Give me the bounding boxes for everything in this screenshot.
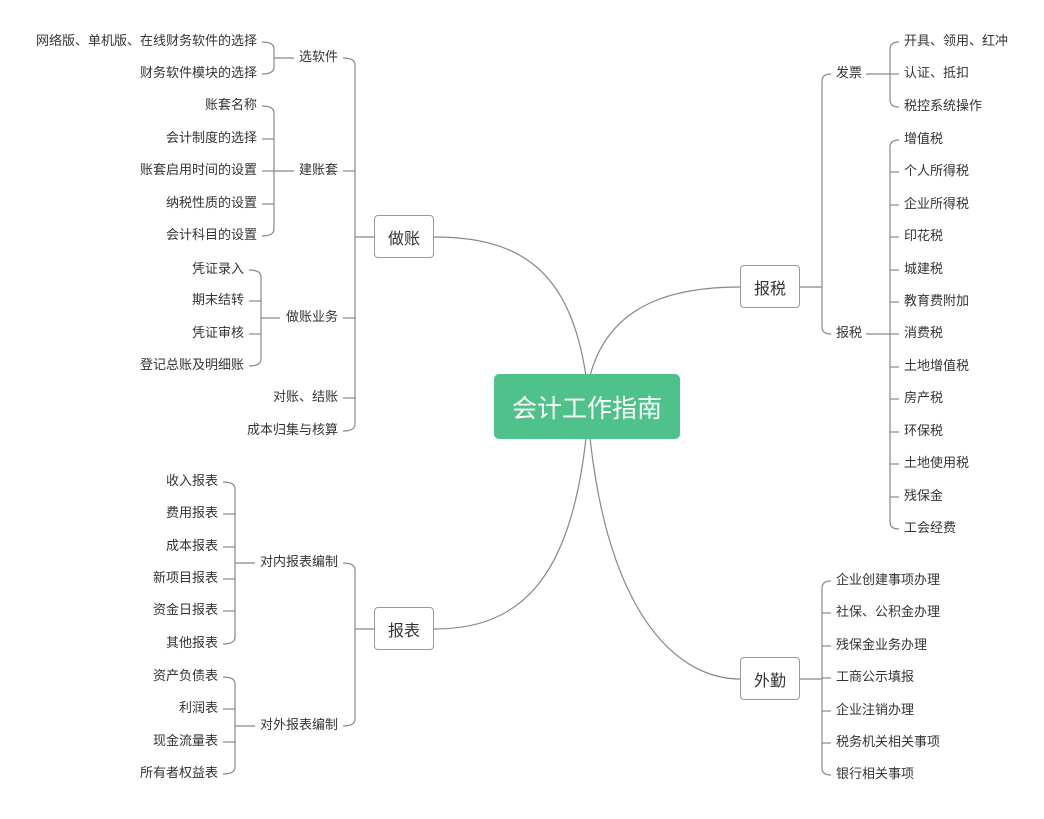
- subtopic[interactable]: 期末结转: [191, 293, 244, 308]
- subtopic[interactable]: 城建税: [904, 262, 944, 277]
- waiqin-node[interactable]: 外勤: [740, 657, 800, 700]
- subtopic[interactable]: 教育费附加: [904, 294, 970, 309]
- subtopic[interactable]: 网络版、单机版、在线财务软件的选择: [35, 34, 257, 49]
- subtopic[interactable]: 利润表: [178, 701, 218, 716]
- subtopic[interactable]: 企业所得税: [904, 197, 970, 212]
- topic-zuozhang-1[interactable]: 建账套: [298, 163, 338, 178]
- subtopic[interactable]: 新项目报表: [152, 571, 218, 586]
- branch-zuozhang: [433, 236, 587, 377]
- subtopic[interactable]: 账套名称: [204, 98, 257, 113]
- subtopic[interactable]: 凭证审核: [191, 326, 244, 341]
- branch-baobiao: [433, 437, 587, 630]
- group-bracket-link: [248, 358, 262, 367]
- subtopic[interactable]: 土地使用税: [904, 456, 970, 471]
- baoshui-bracket-link: [821, 73, 832, 82]
- subtopic[interactable]: 费用报表: [165, 506, 218, 521]
- subtopic[interactable]: 凭证录入: [191, 262, 244, 277]
- zuozhang-bracket-link: [342, 57, 356, 66]
- subtopic[interactable]: 土地增值税: [904, 359, 970, 374]
- group-bracket-link: [889, 99, 900, 108]
- branch-baoshui: [589, 286, 741, 377]
- subtopic[interactable]: 所有者权益表: [139, 766, 218, 781]
- topic-waiqin-5[interactable]: 税务机关相关事项: [836, 735, 941, 750]
- subtopic[interactable]: 收入报表: [165, 474, 218, 489]
- baoshui-bracket-link: [821, 326, 832, 335]
- subtopic[interactable]: 房产税: [904, 391, 944, 406]
- topic-zuozhang-0[interactable]: 选软件: [298, 50, 338, 65]
- waiqin-bracket-link: [821, 767, 832, 776]
- topic-waiqin-3[interactable]: 工商公示填报: [836, 670, 915, 685]
- subtopic[interactable]: 认证、抵扣: [904, 66, 970, 81]
- baobiao-node[interactable]: 报表: [374, 607, 434, 650]
- subtopic[interactable]: 增值税: [904, 132, 944, 147]
- subtopic[interactable]: 其他报表: [165, 636, 218, 651]
- topic-baoshui-0[interactable]: 发票: [836, 66, 863, 81]
- subtopic[interactable]: 工会经费: [904, 521, 957, 536]
- group-bracket-link: [222, 481, 236, 490]
- baoshui-node[interactable]: 报税: [740, 265, 800, 308]
- group-bracket-link: [889, 139, 900, 148]
- group-bracket-link: [222, 676, 236, 685]
- subtopic[interactable]: 财务软件模块的选择: [139, 66, 257, 81]
- subtopic[interactable]: 成本报表: [165, 539, 218, 554]
- group-bracket-link: [261, 66, 275, 75]
- group-bracket-link: [261, 41, 275, 50]
- group-bracket-link: [261, 228, 275, 237]
- zuozhang-bracket-link: [342, 423, 356, 432]
- group-bracket-link: [889, 521, 900, 530]
- subtopic[interactable]: 个人所得税: [904, 164, 970, 179]
- topic-zuozhang-4[interactable]: 成本归集与核算: [246, 423, 338, 438]
- topic-waiqin-2[interactable]: 残保金业务办理: [836, 638, 928, 653]
- subtopic[interactable]: 税控系统操作: [904, 99, 983, 114]
- subtopic[interactable]: 残保金: [904, 489, 944, 504]
- topic-waiqin-0[interactable]: 企业创建事项办理: [836, 573, 941, 588]
- subtopic[interactable]: 登记总账及明细账: [139, 358, 244, 373]
- group-bracket-link: [222, 766, 236, 775]
- subtopic[interactable]: 资金日报表: [152, 603, 218, 618]
- topic-baobiao-1[interactable]: 对外报表编制: [259, 718, 338, 733]
- topic-waiqin-6[interactable]: 银行相关事项: [836, 767, 915, 782]
- subtopic[interactable]: 会计科目的设置: [165, 228, 257, 243]
- topic-baoshui-1[interactable]: 报税: [836, 326, 863, 341]
- waiqin-bracket-link: [821, 580, 832, 589]
- subtopic[interactable]: 现金流量表: [152, 734, 218, 749]
- subtopic[interactable]: 资产负债表: [152, 669, 218, 684]
- topic-waiqin-4[interactable]: 企业注销办理: [836, 703, 915, 718]
- group-bracket-link: [222, 636, 236, 645]
- branch-waiqin: [589, 437, 741, 680]
- subtopic[interactable]: 账套启用时间的设置: [139, 163, 257, 178]
- group-bracket-link: [889, 41, 900, 50]
- topic-zuozhang-3[interactable]: 对账、结账: [272, 390, 338, 405]
- topic-waiqin-1[interactable]: 社保、公积金办理: [836, 605, 941, 620]
- central-topic[interactable]: 会计工作指南: [494, 374, 680, 439]
- zuozhang-node[interactable]: 做账: [374, 215, 434, 258]
- subtopic[interactable]: 消费税: [904, 326, 944, 341]
- subtopic[interactable]: 环保税: [904, 424, 944, 439]
- subtopic[interactable]: 纳税性质的设置: [165, 196, 257, 211]
- subtopic[interactable]: 开具、领用、红冲: [904, 34, 1009, 49]
- subtopic[interactable]: 会计制度的选择: [165, 131, 257, 146]
- topic-baobiao-0[interactable]: 对内报表编制: [259, 555, 338, 570]
- baobiao-bracket-link: [342, 562, 356, 571]
- subtopic[interactable]: 印花税: [904, 229, 944, 244]
- baobiao-bracket-link: [342, 718, 356, 727]
- topic-zuozhang-2[interactable]: 做账业务: [285, 310, 338, 325]
- group-bracket-link: [261, 105, 275, 114]
- group-bracket-link: [248, 269, 262, 278]
